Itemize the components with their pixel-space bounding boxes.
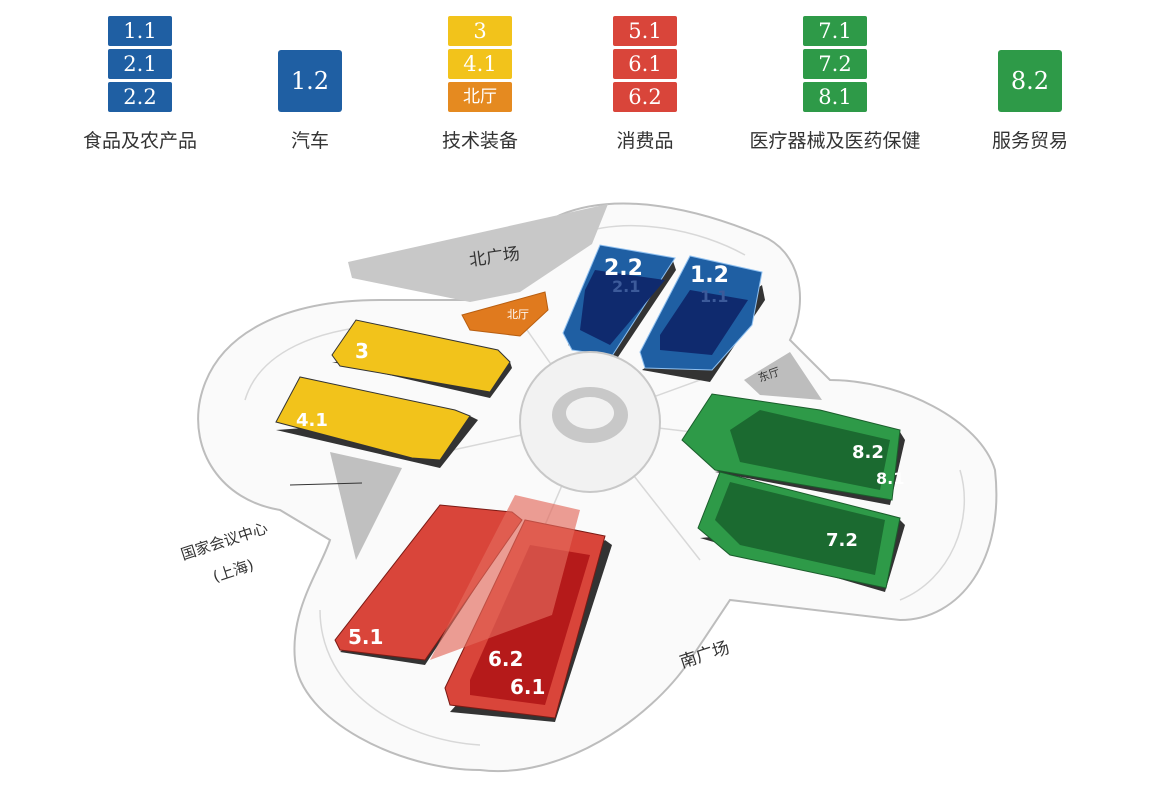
legend-label: 技术装备 — [441, 130, 518, 152]
legend-hall: 8.1 — [803, 82, 867, 112]
hall-7-2-label: 7.2 — [826, 530, 858, 551]
hall-4-1[interactable] — [275, 376, 471, 461]
legend-label: 食品及农产品 — [82, 130, 197, 152]
convention-center[interactable] — [330, 452, 402, 560]
hall-1-1-label: 1.1 — [700, 287, 728, 306]
legend-hall: 5.1 — [613, 16, 677, 46]
legend-group-medical: 7.1 7.2 8.1 医疗器械及医药保健 — [735, 14, 935, 153]
north-plaza — [348, 204, 608, 302]
legend-group-food: 1.1 2.1 2.2 食品及农产品 — [55, 14, 225, 153]
hall-3[interactable] — [331, 319, 511, 393]
legend-hall: 2.2 — [108, 82, 172, 112]
legend-hall: 北厅 — [448, 82, 512, 112]
legend-label: 汽车 — [290, 130, 329, 152]
convention-center-sublabel: (上海) — [211, 556, 256, 586]
legend-label: 消费品 — [616, 130, 674, 152]
legend-group-consumer: 5.1 6.1 6.2 消费品 — [560, 14, 730, 153]
hall-1-2-label: 1.2 — [690, 263, 729, 288]
legend-hall: 6.1 — [613, 49, 677, 79]
legend-hall: 3 — [448, 16, 512, 46]
legend-group-auto: 1.2 汽车 — [225, 14, 395, 153]
hall-8-2-label: 8.2 — [852, 442, 884, 463]
hall-2-2-label: 2.2 — [604, 256, 643, 281]
hall-3-label: 3 — [355, 339, 369, 363]
north-hall[interactable] — [461, 291, 549, 337]
legend-hall: 1.2 — [278, 50, 342, 112]
legend-hall: 7.1 — [803, 16, 867, 46]
east-hall[interactable] — [744, 352, 822, 400]
legend: 1.1 2.1 2.2 食品及农产品 1.2 汽车 3 4.1 北厅 技术装备 … — [0, 0, 1160, 170]
legend-hall: 2.1 — [108, 49, 172, 79]
legend-label: 服务贸易 — [991, 130, 1068, 152]
hall-6-2-label: 6.2 — [488, 647, 523, 671]
legend-group-tech: 3 4.1 北厅 技术装备 — [395, 14, 565, 153]
legend-hall: 6.2 — [613, 82, 677, 112]
convention-center-label: 国家会议中心 — [179, 519, 270, 564]
legend-hall: 1.1 — [108, 16, 172, 46]
legend-hall: 7.2 — [803, 49, 867, 79]
legend-hall: 4.1 — [448, 49, 512, 79]
hall-8-1-label: 8.1 — [876, 469, 904, 488]
hall-6-1-label: 6.1 — [510, 675, 545, 699]
hall-4-1-label: 4.1 — [296, 410, 328, 431]
hall-2-1-label: 2.1 — [612, 277, 640, 296]
legend-label: 医疗器械及医药保健 — [749, 130, 921, 152]
hall-6-2-upper — [430, 495, 580, 660]
hall-5-1-label: 5.1 — [348, 625, 383, 649]
legend-hall: 8.2 — [998, 50, 1062, 112]
legend-group-services: 8.2 服务贸易 — [945, 14, 1115, 153]
north-hall-label: 北厅 — [507, 308, 529, 321]
